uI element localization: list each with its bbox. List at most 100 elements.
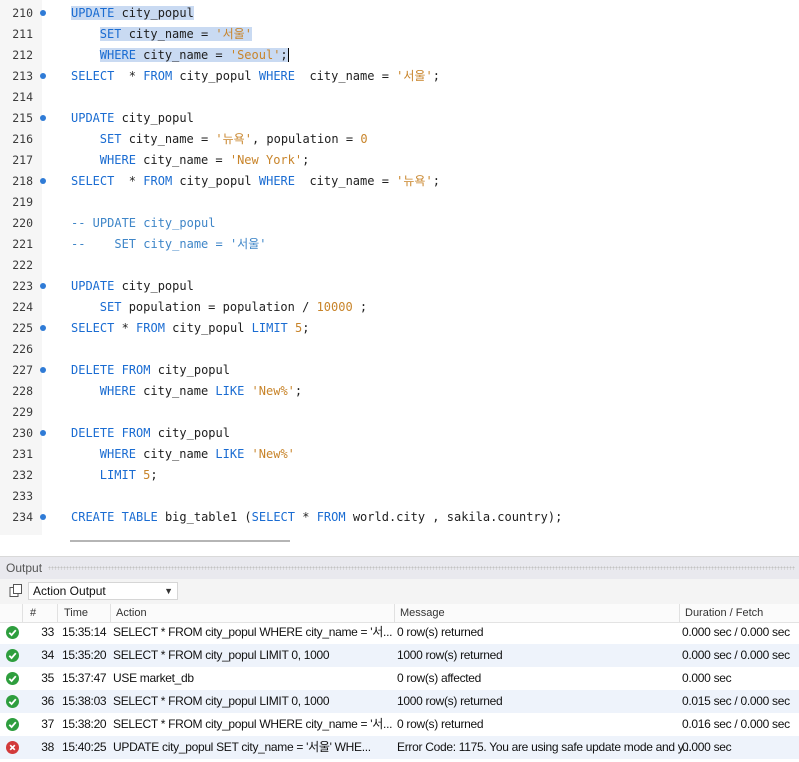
row-message: 0 row(s) returned [397, 717, 484, 731]
code-token: DELETE [71, 363, 115, 377]
row-message: 1000 row(s) returned [397, 694, 503, 708]
code-token: ; [432, 174, 440, 188]
code-line[interactable]: 229 [0, 402, 799, 423]
code-token: WHERE [99, 384, 136, 398]
row-duration: 0.000 sec / 0.000 sec [682, 625, 790, 639]
code-token: , population = [251, 132, 361, 146]
code-token: UPDATE [71, 279, 115, 293]
code-token: '뉴욕' [396, 174, 433, 188]
code-text: -- UPDATE city_popul [71, 213, 216, 234]
header-message[interactable]: Message [400, 607, 445, 619]
code-line[interactable]: 220-- UPDATE city_popul [0, 213, 799, 234]
code-token: city_name = [295, 174, 397, 188]
row-action: USE market_db [113, 671, 194, 685]
code-token: 10000 [316, 300, 353, 314]
code-token: world.city , sakila.country); [345, 510, 563, 524]
code-token: population = population / [121, 300, 317, 314]
statement-marker-icon[interactable] [40, 514, 46, 520]
output-panel-header: Output [0, 556, 799, 579]
output-title: Output [6, 561, 43, 575]
code-token: FROM [121, 426, 151, 440]
statement-marker-icon[interactable] [40, 10, 46, 16]
code-token: city_name [135, 447, 216, 461]
output-type-selected: Action Output [33, 584, 106, 598]
code-token: WHERE [258, 69, 295, 83]
code-token: LIKE [215, 384, 245, 398]
code-text: WHERE city_name LIKE 'New%' [100, 444, 295, 465]
code-line[interactable]: 221-- SET city_name = '서울' [0, 234, 799, 255]
statement-marker-icon[interactable] [40, 178, 46, 184]
code-token: city_popul [150, 363, 230, 377]
row-action: SELECT * FROM city_popul LIMIT 0, 1000 [113, 648, 330, 662]
code-line[interactable]: 219 [0, 192, 799, 213]
code-token: city_name = [135, 48, 230, 62]
row-time: 15:40:25 [62, 740, 107, 754]
line-number: 232 [12, 468, 33, 482]
header-time[interactable]: Time [64, 607, 89, 619]
panel-resize-grip[interactable] [48, 566, 795, 570]
code-line[interactable]: 226 [0, 339, 799, 360]
header-action[interactable]: Action [116, 607, 147, 619]
statement-marker-icon[interactable] [40, 115, 46, 121]
row-number: 37 [41, 717, 54, 731]
statement-marker-icon[interactable] [40, 73, 46, 79]
line-number: 234 [12, 510, 33, 524]
code-token: ; [352, 300, 368, 314]
output-type-select[interactable]: Action Output ▼ [28, 582, 178, 600]
statement-marker-icon[interactable] [40, 430, 46, 436]
code-token: city_popul [114, 279, 194, 293]
code-line[interactable]: 223 UPDATE city_popul [0, 276, 799, 297]
copy-icon[interactable] [9, 584, 23, 598]
code-line[interactable]: 224 SET population = population / 10000 ; [0, 297, 799, 318]
row-message: 0 row(s) returned [397, 625, 484, 639]
code-token: UPDATE [71, 6, 115, 20]
horizontal-scrollbar[interactable] [70, 540, 290, 542]
code-token: '서울' [215, 27, 252, 41]
line-number: 225 [12, 321, 33, 335]
header-number[interactable]: # [30, 607, 37, 619]
code-token: ; [280, 48, 289, 62]
line-number: 223 [12, 279, 33, 293]
line-number: 224 [12, 300, 33, 314]
code-token: 5 [143, 468, 151, 482]
code-line[interactable]: 222 [0, 255, 799, 276]
code-line[interactable]: 233 [0, 486, 799, 507]
code-token: FROM [143, 174, 173, 188]
row-time: 15:38:20 [62, 717, 107, 731]
statement-marker-icon[interactable] [40, 367, 46, 373]
code-text: SET population = population / 10000 ; [100, 297, 367, 318]
statement-marker-icon[interactable] [40, 325, 46, 331]
code-token: 5 [295, 321, 303, 335]
code-token [114, 510, 121, 524]
code-token: '뉴욕' [215, 132, 252, 146]
row-duration: 0.000 sec / 0.000 sec [682, 648, 790, 662]
row-time: 15:37:47 [62, 671, 107, 685]
code-line[interactable]: 214 [0, 87, 799, 108]
header-duration[interactable]: Duration / Fetch [685, 607, 764, 619]
code-token: city_popul [172, 69, 259, 83]
code-token: ; [150, 468, 158, 482]
statement-marker-icon[interactable] [40, 283, 46, 289]
